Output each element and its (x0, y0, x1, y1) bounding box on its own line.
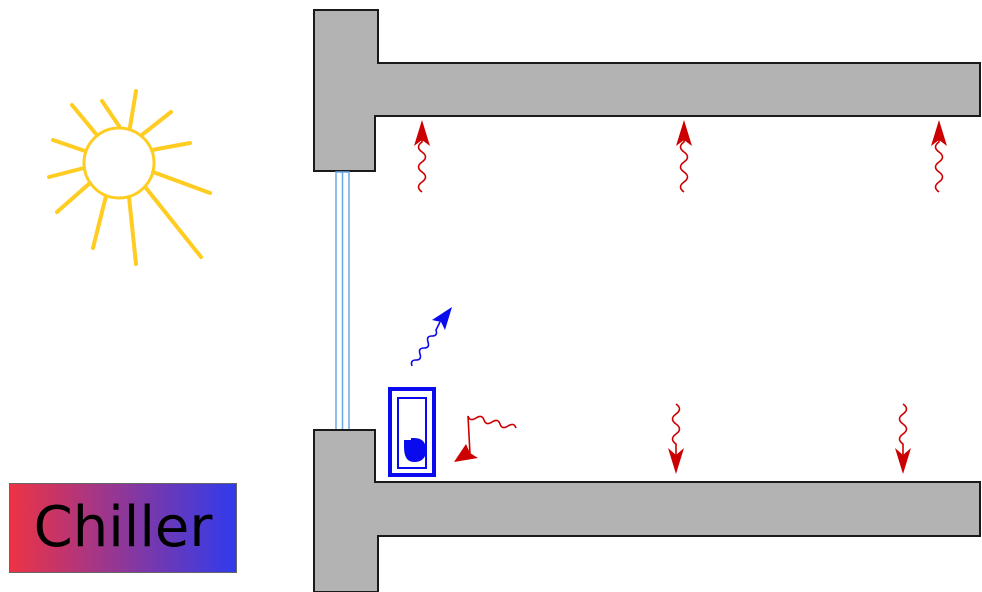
chiller-label: Chiller (33, 495, 213, 560)
heat-arrow-up (414, 120, 430, 193)
cool-air-arrow (410, 307, 452, 367)
chiller-gradient (9, 483, 237, 573)
lower-slab (313, 429, 981, 592)
fan-coil-unit-icon (388, 387, 436, 477)
heat-arrow-down (895, 403, 911, 474)
heat-arrows-ceiling (414, 120, 947, 193)
heat-arrow-up (676, 120, 692, 193)
upper-slab (313, 9, 981, 172)
window-glazing (335, 171, 350, 431)
chiller-box: Chiller (9, 483, 237, 573)
heat-arrows-floor (668, 403, 911, 474)
heat-arrow-down (668, 403, 684, 474)
heat-arrow-into-unit (454, 415, 517, 462)
sun-icon (47, 89, 212, 266)
heat-arrow-up (931, 120, 947, 193)
